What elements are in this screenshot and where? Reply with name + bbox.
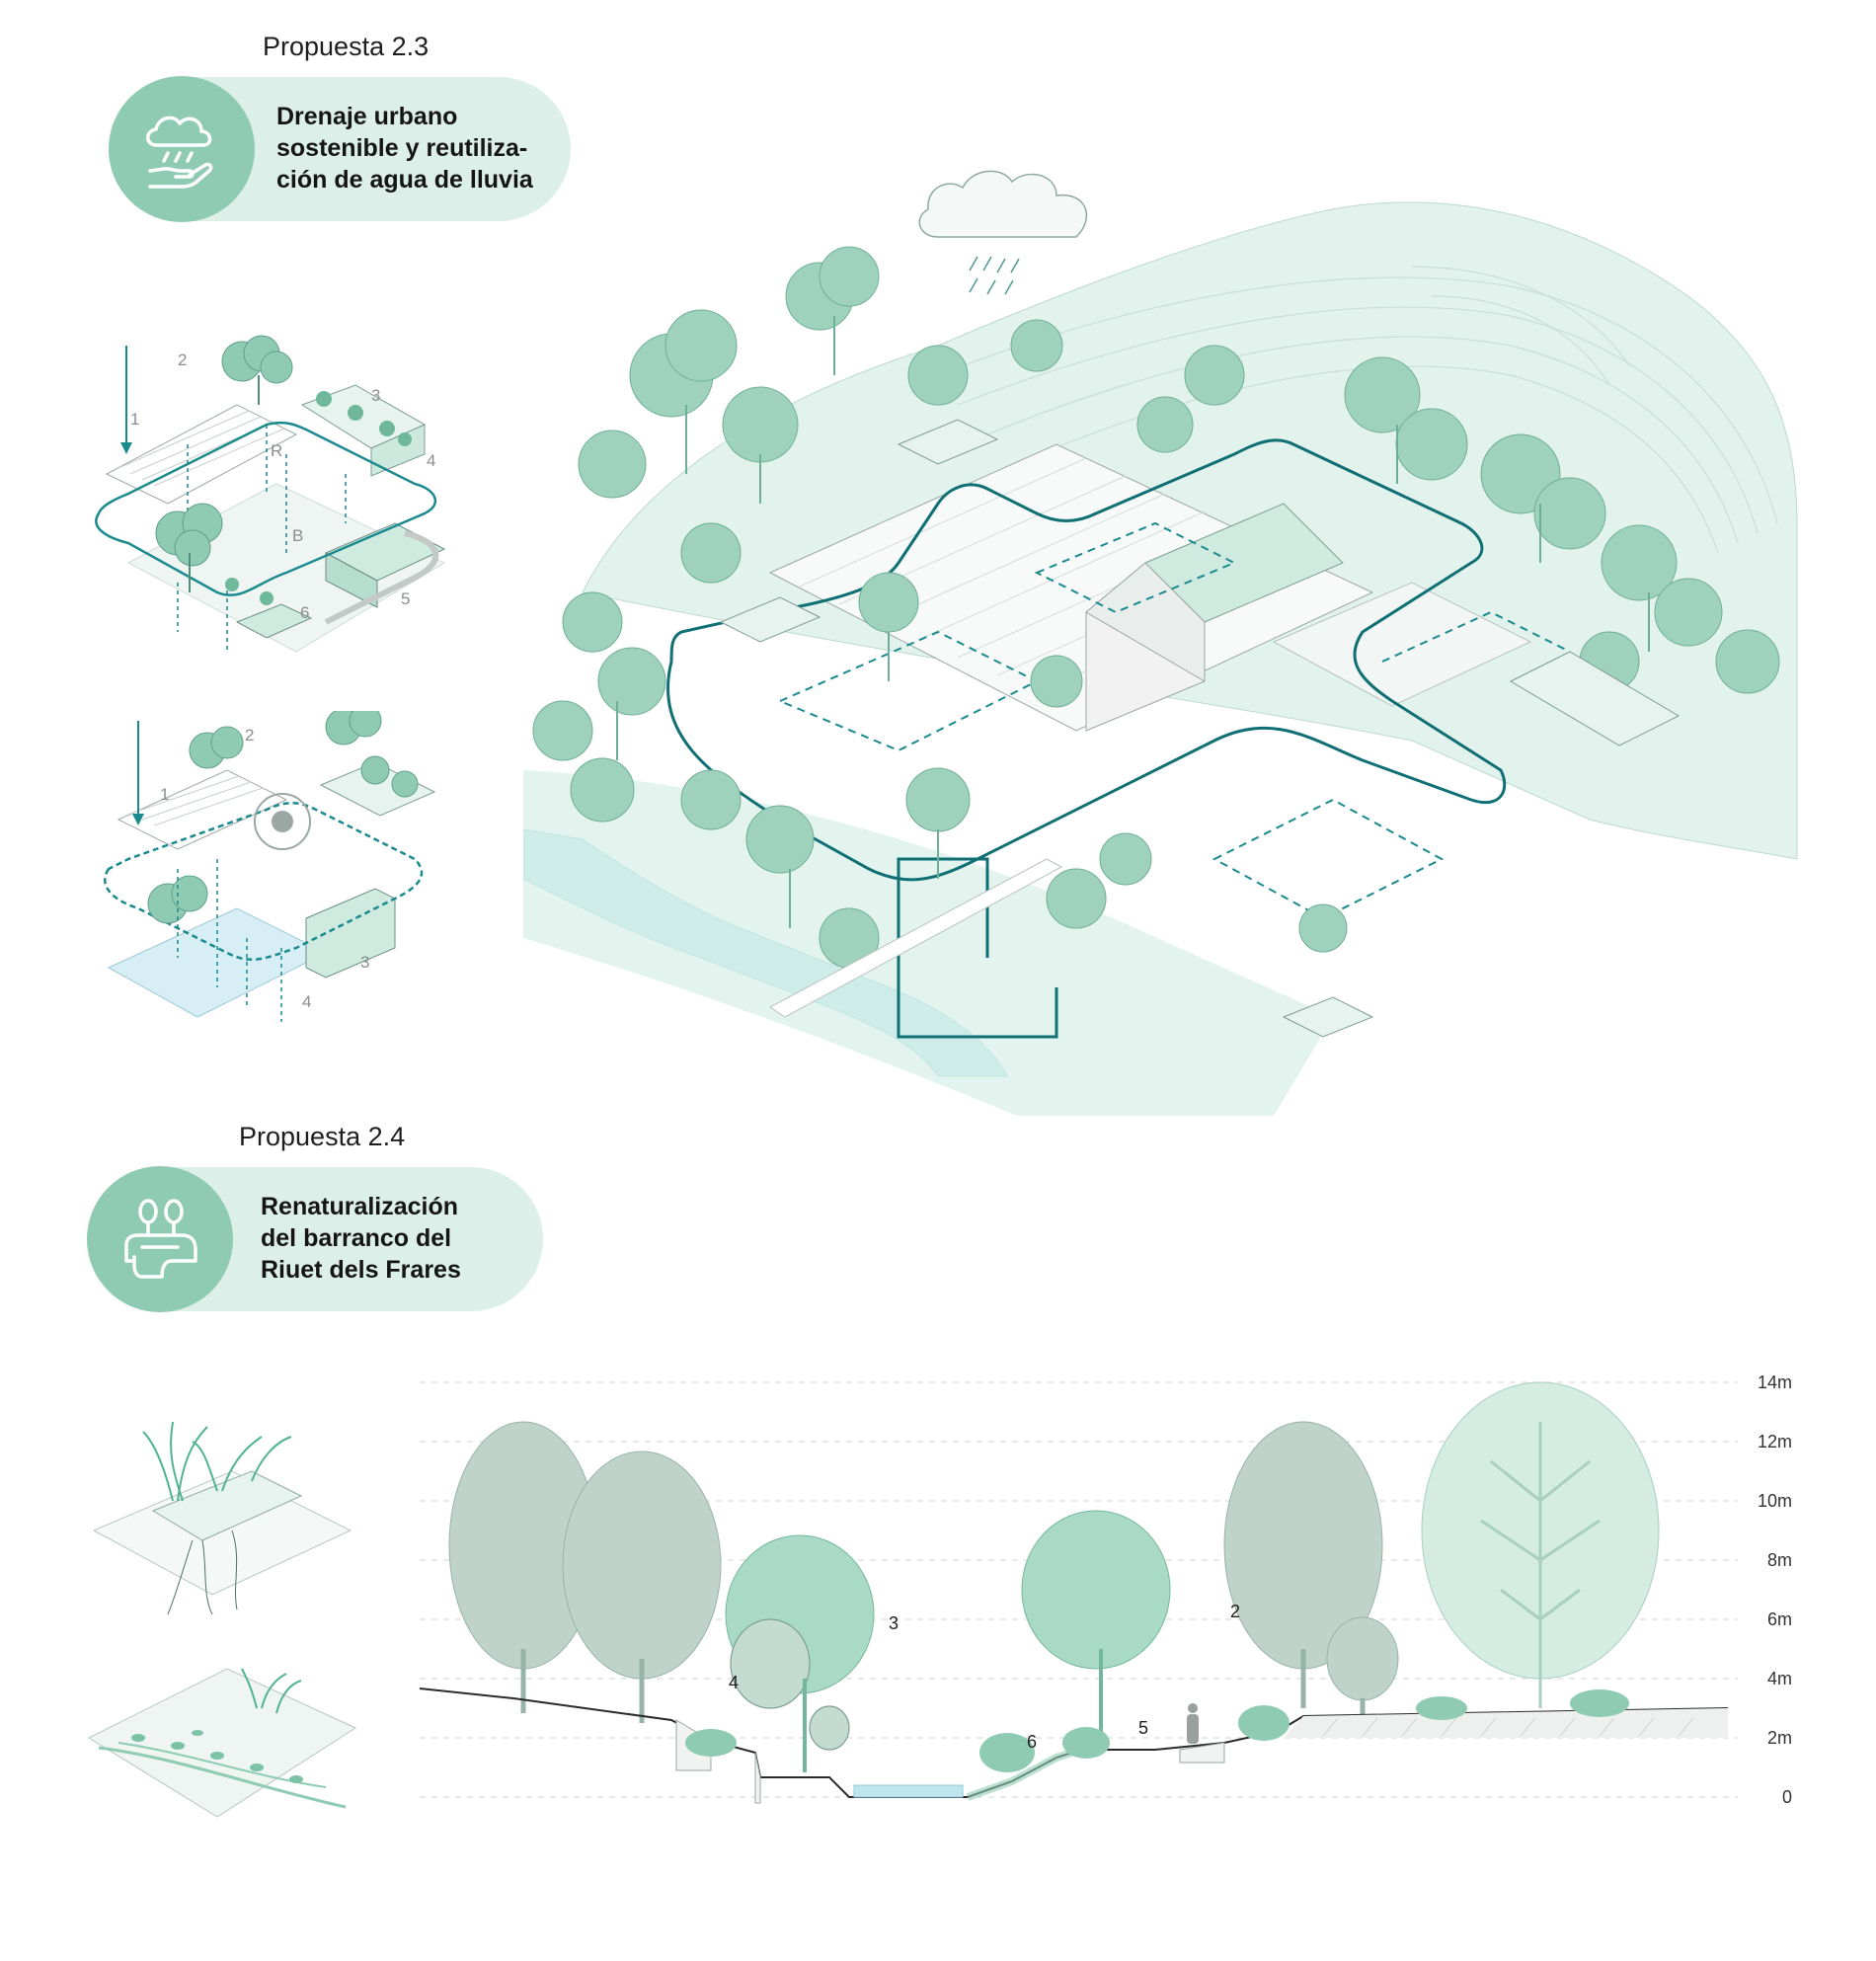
diagram-label: 3 — [360, 953, 369, 972]
diagram-label: 2 — [178, 351, 187, 369]
trees-ravine-icon — [124, 1199, 197, 1279]
proposal-b-badge — [87, 1166, 233, 1312]
scale-label: 12m — [1758, 1432, 1792, 1451]
section-callout: 2 — [1230, 1602, 1240, 1621]
diagram-label: 4 — [302, 992, 311, 1011]
diagram-label: 4 — [427, 451, 435, 470]
scale-label: 2m — [1767, 1728, 1792, 1748]
diagram-label: 5 — [401, 589, 410, 608]
title-line: Renaturalización — [261, 1193, 459, 1220]
diagram-label: B — [292, 526, 303, 545]
section-callout: 4 — [729, 1673, 739, 1692]
scale-label: 6m — [1767, 1609, 1792, 1629]
rain-hand-icon — [146, 116, 213, 189]
title-line: sostenible y reutiliza- — [276, 134, 528, 162]
diagram-label: 2 — [245, 726, 254, 745]
diagram-label: 3 — [371, 386, 380, 405]
proposal-a-badge — [109, 76, 255, 222]
drainage-diagram-2: 1 2 3 4 — [104, 711, 436, 1022]
proposal-a-title: Drenaje urbano sostenible y reutiliza- c… — [276, 101, 533, 196]
diagram-label: 1 — [130, 410, 139, 429]
ravine-cross-section: 2 3 4 5 6 14m 12m 10m 8m 6m 4m 2m 0 — [419, 1373, 1792, 1807]
planter-detail-illustration — [92, 1421, 352, 1615]
section-callout: 3 — [889, 1613, 899, 1633]
proposal-b-heading: Propuesta 2.4 — [239, 1122, 406, 1151]
section-callout: 6 — [1027, 1732, 1037, 1752]
diagram-label: 1 — [160, 785, 169, 804]
title-line: ción de agua de lluvia — [276, 166, 533, 194]
proposal-b-title: Renaturalización del barranco del Riuet … — [261, 1191, 461, 1286]
title-line: Riuet dels Frares — [261, 1256, 461, 1284]
section-callout: 5 — [1138, 1718, 1148, 1738]
scale-label: 10m — [1758, 1491, 1792, 1511]
isometric-site-illustration — [523, 170, 1798, 1116]
scale-label: 0 — [1782, 1787, 1792, 1807]
scale-label: 4m — [1767, 1669, 1792, 1688]
title-line: del barranco del — [261, 1224, 452, 1252]
person-silhouette — [1187, 1703, 1199, 1744]
scale-label: 8m — [1767, 1550, 1792, 1570]
title-line: Drenaje urbano — [276, 103, 458, 130]
rain-cloud — [918, 170, 1087, 295]
ravine-bank-detail-illustration — [87, 1668, 357, 1818]
scale-label: 14m — [1758, 1373, 1792, 1392]
drainage-diagram-1: 1 2 3 4 R B 5 6 — [95, 335, 446, 653]
proposal-a-heading: Propuesta 2.3 — [263, 32, 430, 61]
diagram-label: R — [271, 441, 282, 460]
diagram-label: 6 — [300, 603, 309, 622]
